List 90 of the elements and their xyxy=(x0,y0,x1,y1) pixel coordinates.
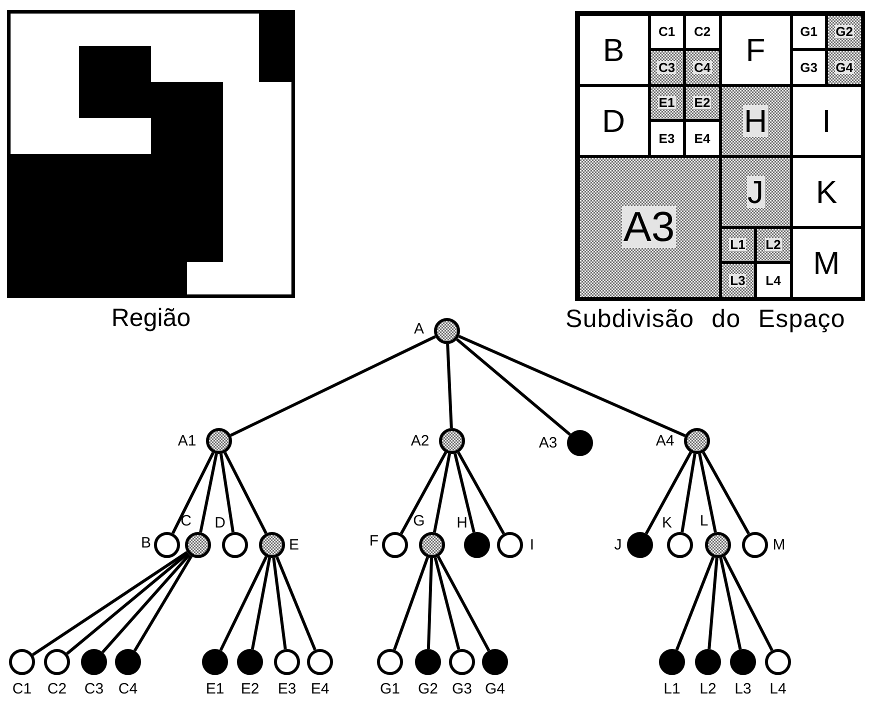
node-label: E4 xyxy=(310,682,330,696)
node-label: C3 xyxy=(84,682,104,696)
quadrant-cell: G3 xyxy=(792,51,825,84)
node-label: B xyxy=(141,536,151,550)
node-label: E2 xyxy=(240,682,260,696)
tree-edge xyxy=(276,556,316,651)
quadrant-cell: I xyxy=(792,86,860,154)
tree-edge xyxy=(171,452,215,534)
tree-edge xyxy=(272,558,287,650)
node-label: G3 xyxy=(452,682,472,696)
node-label: L xyxy=(700,514,708,528)
quadrant-cell: E1 xyxy=(650,86,683,119)
node-label: C2 xyxy=(47,682,67,696)
quadrant-cell: E3 xyxy=(650,122,683,154)
tree-edge xyxy=(434,557,460,650)
tree-edge xyxy=(446,344,453,428)
node-label: G1 xyxy=(380,682,400,696)
quadrant-cell: E2 xyxy=(686,86,718,119)
node-label: G xyxy=(413,514,425,528)
tree-edge xyxy=(702,452,750,534)
node-label: F xyxy=(369,534,379,548)
node-label: J xyxy=(614,538,622,552)
quadrant-cell: J xyxy=(722,158,790,226)
quadrant-cell: L3 xyxy=(722,264,754,296)
node-label: M xyxy=(772,538,786,552)
tree-edge xyxy=(457,452,505,534)
node-label: E xyxy=(289,538,299,552)
tree-edge xyxy=(426,558,434,650)
tree-edge xyxy=(719,557,742,650)
tree-edge xyxy=(219,556,268,651)
node-label: C4 xyxy=(118,682,138,696)
node-label: C xyxy=(180,514,192,528)
tree-edge xyxy=(644,452,692,534)
tree-edge xyxy=(456,338,572,436)
node-label: A2 xyxy=(410,434,430,448)
quadrant-cell: A3 xyxy=(580,158,718,296)
node-label: L1 xyxy=(664,682,680,696)
tree-edge xyxy=(66,552,189,655)
quadrant-cell: G4 xyxy=(828,51,860,84)
node-label: E3 xyxy=(278,682,296,696)
figure-caption: Subdivisão do Espaço xyxy=(566,307,846,332)
tree-edge xyxy=(458,334,686,438)
figure-caption: Região xyxy=(111,306,191,331)
tree-edge xyxy=(454,453,476,533)
quadrant-cell: G2 xyxy=(828,16,860,48)
node-label: E1 xyxy=(206,682,224,696)
node-label: C1 xyxy=(12,682,32,696)
quadrant-cell: D xyxy=(580,86,648,154)
quadrant-cell: F xyxy=(722,16,790,84)
node-label: L2 xyxy=(700,682,716,696)
quadrant-cell: L2 xyxy=(757,228,790,261)
node-label: A1 xyxy=(178,434,196,448)
tree-edge xyxy=(250,558,272,650)
tree-edge xyxy=(436,556,490,652)
node-label: L4 xyxy=(770,682,786,696)
tree-edge xyxy=(400,452,448,534)
node-label: K xyxy=(662,516,672,530)
tree-edge xyxy=(102,554,190,654)
tree-edge xyxy=(432,453,452,533)
node-label: L3 xyxy=(734,682,752,696)
node-label: I xyxy=(530,538,534,552)
node-label: D xyxy=(214,516,226,530)
quadrant-cell: C4 xyxy=(686,51,718,84)
node-label: H xyxy=(456,516,468,530)
quadrant-cell: K xyxy=(792,158,860,226)
tree-edge xyxy=(680,454,696,532)
tree-edge xyxy=(220,454,234,532)
tree-edge xyxy=(708,558,718,650)
tree-edge xyxy=(392,556,430,650)
quadrant-cell: L1 xyxy=(722,228,754,261)
quadrant-cell: L4 xyxy=(757,264,790,296)
tree-edge xyxy=(199,453,218,533)
node-label: A3 xyxy=(538,436,558,450)
node-label: A4 xyxy=(656,434,674,448)
node-label: G4 xyxy=(485,682,505,696)
node-label: A xyxy=(414,322,424,336)
node-label: G2 xyxy=(418,682,438,696)
tree-edge xyxy=(230,335,436,437)
quadrant-cell: G1 xyxy=(792,16,825,48)
quadrant-cell: H xyxy=(722,86,790,154)
tree-edge xyxy=(224,452,268,534)
quadrant-cell: M xyxy=(792,228,860,296)
quadrant-cell: C2 xyxy=(686,16,718,48)
quadrant-cell: C1 xyxy=(650,16,683,48)
tree-edge xyxy=(722,556,774,652)
quadrant-cell: C3 xyxy=(650,51,683,84)
tree-edge xyxy=(675,556,715,650)
tree-edge xyxy=(698,453,717,533)
quadrant-cell: E4 xyxy=(686,122,718,154)
quadrant-cell: B xyxy=(580,16,648,84)
